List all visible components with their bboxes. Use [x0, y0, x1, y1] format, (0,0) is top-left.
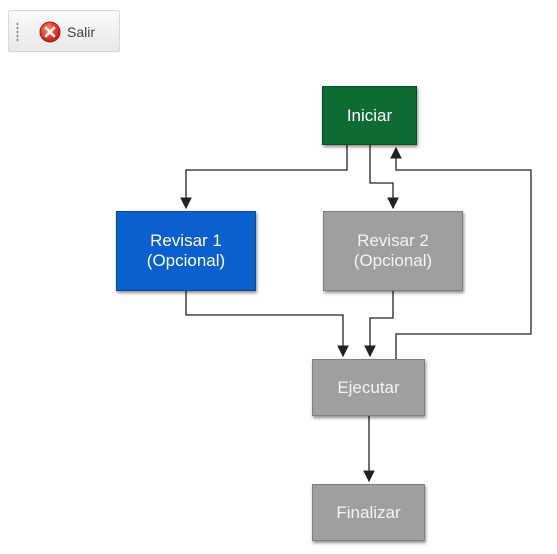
- connector-review2-to-execute: [364, 291, 394, 358]
- connector-start-to-review2: [369, 145, 399, 210]
- step-review-2[interactable]: Revisar 2 (Opcional): [323, 211, 463, 291]
- toolbar-grip[interactable]: [16, 22, 19, 42]
- step-start[interactable]: Iniciar: [322, 86, 417, 145]
- connector-review1-to-execute: [185, 291, 349, 358]
- exit-button[interactable]: Salir: [39, 20, 95, 44]
- exit-label: Salir: [67, 24, 96, 40]
- close-circle-icon: [39, 21, 61, 43]
- step-review-1[interactable]: Revisar 1 (Opcional): [116, 211, 256, 291]
- step-finish[interactable]: Finalizar: [312, 484, 425, 541]
- connector-start-to-review1: [180, 145, 348, 210]
- toolbar: Salir: [8, 10, 120, 52]
- step-execute[interactable]: Ejecutar: [312, 359, 425, 416]
- connector-execute-to-start: [390, 146, 532, 359]
